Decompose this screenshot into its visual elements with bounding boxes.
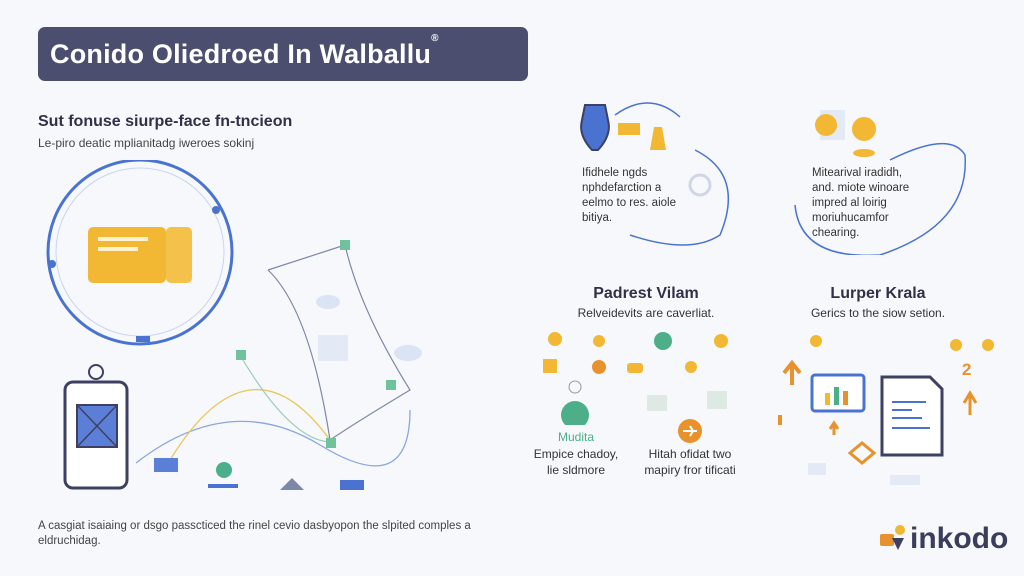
arrow-up-icon — [782, 359, 802, 385]
intro-description: Le-piro deatic mplianitadg iweroes sokin… — [38, 136, 255, 150]
document-icon — [880, 375, 944, 457]
node-icon — [236, 350, 246, 360]
item-label-mudita: Mudita — [557, 430, 595, 444]
vase-icon — [580, 104, 610, 151]
logo-text: inkodo — [910, 522, 1009, 555]
brand-logo[interactable]: inkodo — [876, 522, 1008, 556]
user-icon — [216, 462, 232, 478]
gear-icon — [688, 173, 712, 197]
icon-grid — [543, 332, 728, 425]
screen-icon — [154, 458, 178, 472]
network-illustration — [46, 160, 422, 490]
text-line: mapiry fror tificati — [644, 463, 736, 477]
hexagon-icon — [847, 441, 877, 465]
top-left-panel-text: Ifidhele ngds nphdefarction a eelmo to r… — [582, 166, 676, 226]
coin-icon — [815, 114, 837, 136]
text-line: moriuhucamfor — [812, 212, 889, 224]
text-line: lie sldmore — [546, 463, 606, 477]
footer-text: A casgiat isaiaing or dsgo passcticed th… — [38, 520, 471, 547]
card-icon — [88, 227, 166, 283]
item-caption: Empice chadoy, lie sldmore — [506, 446, 646, 478]
card-side-icon — [166, 227, 192, 283]
documents-illustration: 2 — [778, 335, 994, 485]
cycle-arrow — [794, 143, 966, 255]
registered-mark: ® — [431, 33, 439, 44]
section-left-description: Relveidevits are caverliat. — [577, 306, 715, 320]
text-line: eelmo to res. aiole — [582, 197, 676, 209]
text-line: Mitearival iradidh, — [812, 167, 903, 179]
text-line: nphdefarction a — [582, 182, 662, 194]
text-line: chearing. — [812, 227, 860, 239]
title-text: Conido Oliedroed In Walballu — [50, 39, 432, 69]
section-right-title: Lurper Krala — [830, 285, 926, 302]
ring — [46, 160, 234, 346]
section-left-title: Padrest Vilam — [593, 285, 699, 302]
top-panels-illustration — [580, 102, 966, 255]
bar-icon — [340, 480, 364, 490]
text-line: Hitah ofidat two — [648, 447, 732, 461]
cycle-arrow — [629, 149, 730, 246]
node-icon — [340, 240, 350, 250]
cloud-icon — [316, 295, 340, 309]
coin-icon — [852, 117, 876, 141]
text-line: and. miote winoare — [812, 182, 910, 194]
avatar-icon — [561, 401, 589, 425]
user-icon — [654, 332, 672, 350]
top-right-panel-text: Mitearival iradidh, and. miote winoare i… — [812, 166, 909, 241]
text-line: Empice chadoy, — [533, 447, 619, 461]
logo-mark-icon — [880, 525, 905, 550]
mountain-icon — [280, 478, 304, 490]
text-line: impred al loirig — [812, 197, 887, 209]
number-badge: 2 — [962, 360, 971, 379]
intro-heading: Sut fonuse siurpe-face fn-tncieon — [38, 113, 293, 130]
title-banner: Conido Oliedroed In Walballu® — [38, 27, 528, 81]
bell-icon — [650, 127, 666, 150]
node-icon — [326, 438, 336, 448]
image-icon — [318, 335, 348, 361]
node-icon — [386, 380, 396, 390]
text-line: Ifidhele ngds — [582, 167, 648, 179]
section-right-description: Gerics to the siow setion. — [810, 306, 946, 320]
item-caption: Hitah ofidat two mapiry fror tificati — [620, 446, 760, 478]
plane-icon — [678, 419, 702, 443]
text-line: bitiya. — [582, 212, 613, 224]
ticket-icon — [618, 123, 640, 135]
cloud-icon — [394, 345, 422, 361]
